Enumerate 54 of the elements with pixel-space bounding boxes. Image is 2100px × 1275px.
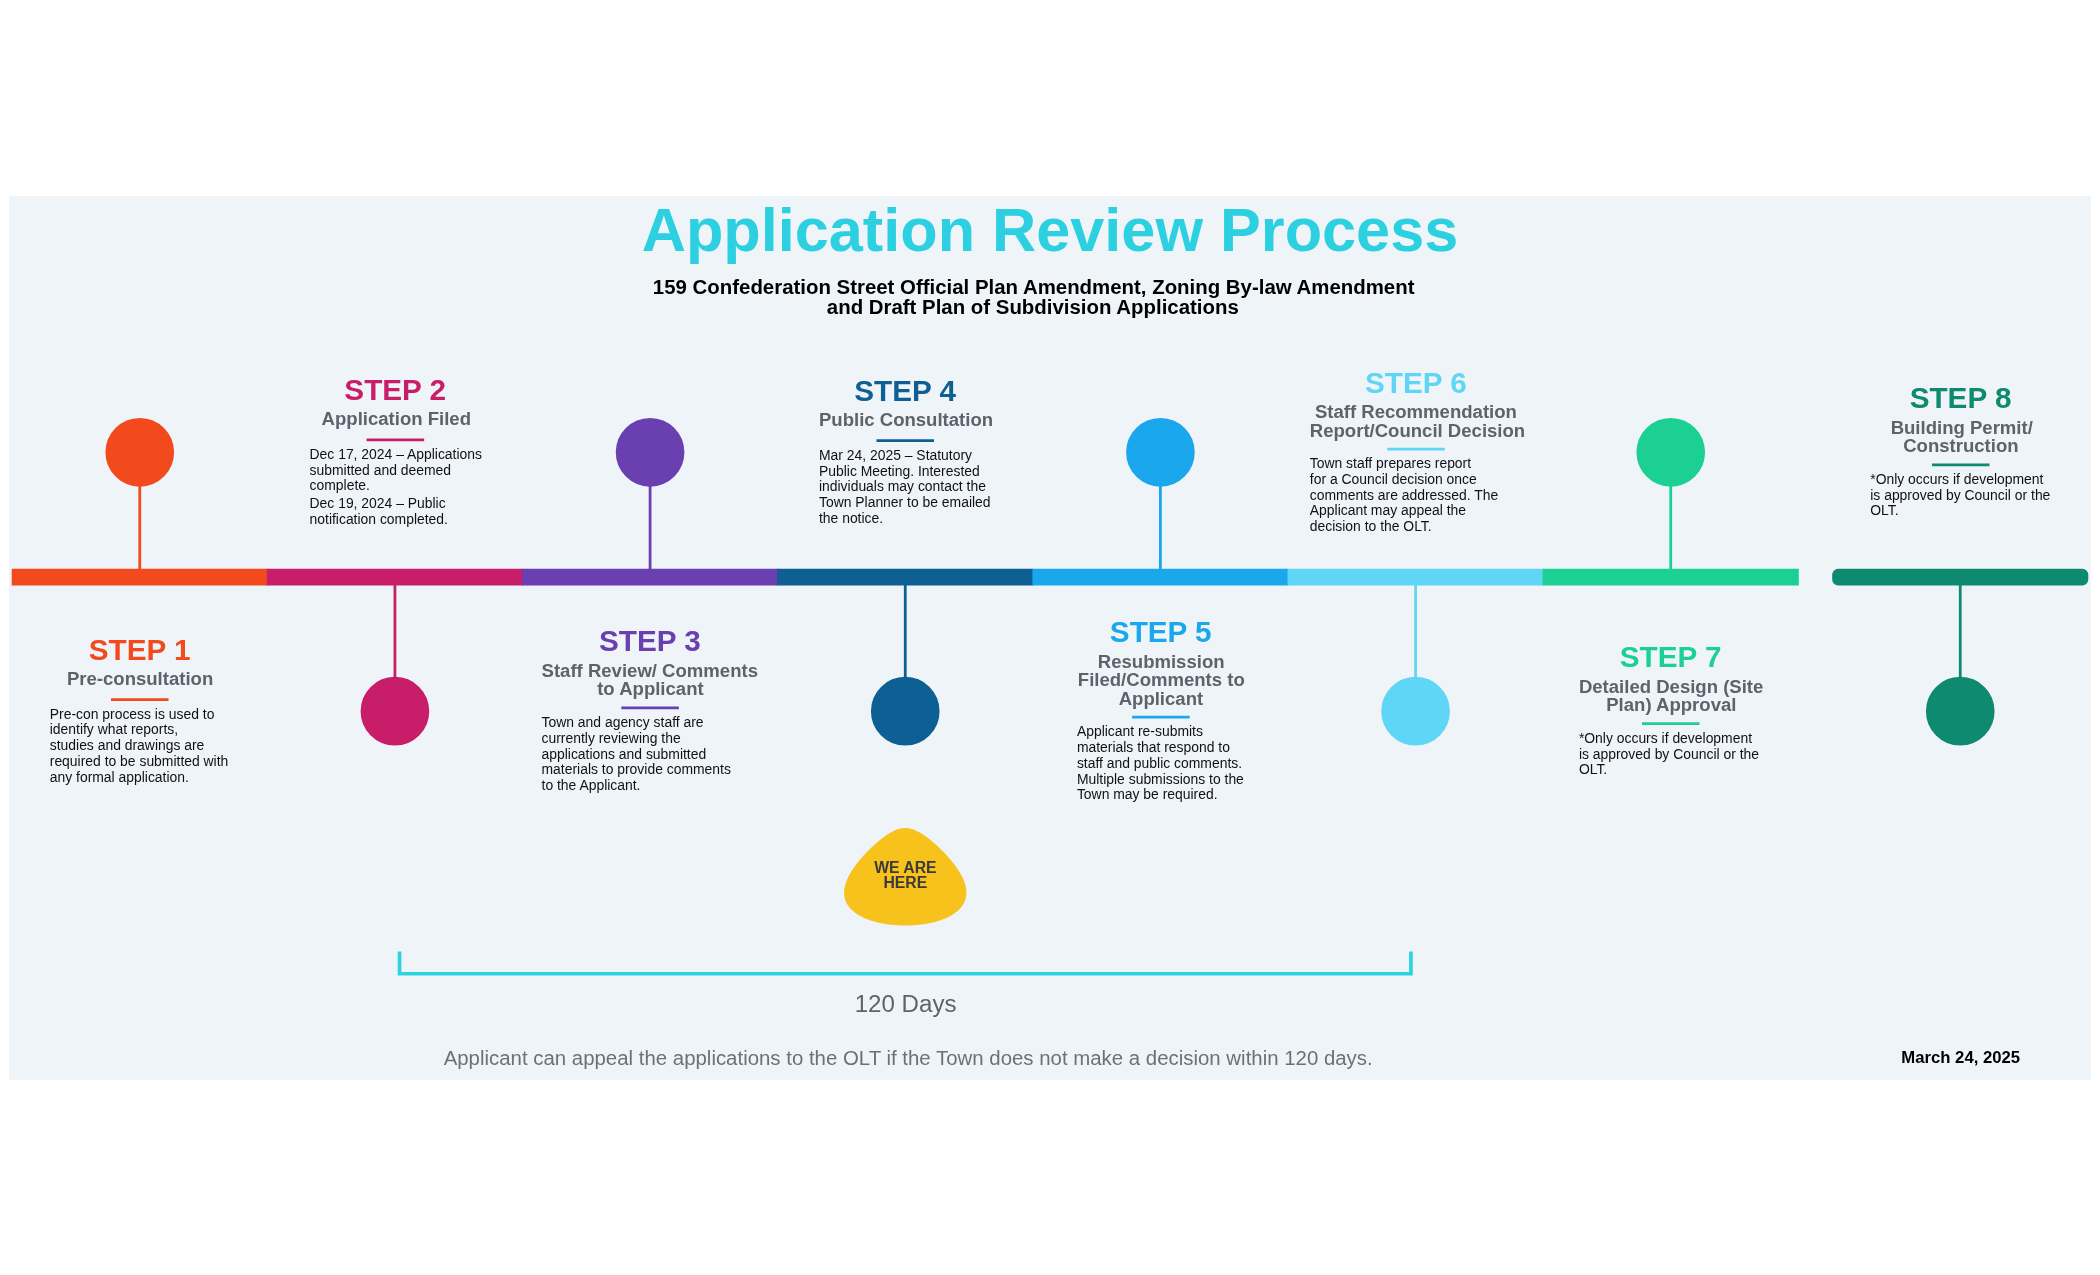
node-circle [1126, 417, 1195, 487]
node-label: Staff Recommendation Report/Council Decision [1309, 400, 1526, 441]
node-bar [1032, 568, 1289, 585]
node-label: Building Permit/ Construction [1890, 416, 2033, 456]
node-label: Pre-consultation [66, 667, 214, 689]
connector [1414, 584, 1417, 678]
node-circle [1636, 417, 1706, 487]
node-circle [360, 676, 430, 745]
node-label: STEP 4 [854, 373, 956, 407]
node-label: STEP 8 [1909, 380, 2012, 414]
node-label: Dec 17, 2024 – Applications submitted and deemed complete. [309, 445, 482, 493]
connector [1669, 485, 1673, 570]
label: Applicant can appeal the applications to the OLT if the Town does not make a decision within 120 days. [443, 1046, 1373, 1069]
connector [903, 584, 907, 678]
node-label: Detailed Design (Site Plan) Approval [1578, 675, 1764, 715]
connector [648, 485, 652, 570]
node-bar [1542, 568, 1799, 585]
node-circle [1381, 676, 1450, 745]
connector [393, 584, 397, 678]
node-label: *Only occurs if development is approved by Council or the OLT. [1870, 470, 2051, 518]
node-label: STEP 6 [1365, 365, 1467, 399]
node-label: STEP 1 [88, 632, 191, 666]
node-label: STEP 3 [599, 623, 701, 657]
connector [1958, 584, 1962, 678]
node-circle [870, 676, 940, 745]
diagram-title: Application Review Process [641, 195, 1459, 264]
node-label: Mar 24, 2025 – Statutory Public Meeting. Interested individuals may contact the Town Planner to be emailed the notice. [818, 446, 991, 526]
node-label: *Only occurs if development is approved by Council or the OLT. [1578, 729, 1759, 777]
node-bar [777, 568, 1034, 585]
node-label: Town staff prepares report for a Council decision once comments are addressed. The Applicant may appeal the decision to the OLT. [1309, 454, 1499, 534]
label: 159 Confederation Street Official Plan Amendment, Zoning By-law Amendment and Draft Plan of Subdivision Applications [652, 275, 1415, 318]
node-label: Public Consultation [818, 408, 994, 430]
node-label: STEP 7 [1619, 639, 1722, 673]
connector [1159, 485, 1162, 570]
node-label: Staff Review/ Comments to Applicant [541, 659, 758, 699]
node-label: Pre-con process is used to identify what reports, studies and drawings are required to be submitted with any formal application. [49, 705, 229, 785]
node-label: Town and agency staff are currently reviewing the applications and submitted materials to provide comments to the Applicant. [541, 713, 731, 793]
node-bar [266, 568, 523, 585]
node-bar [1287, 568, 1544, 585]
node-bar [11, 568, 268, 585]
node-circle [105, 417, 175, 487]
node-label: STEP 2 [344, 372, 447, 406]
node-label: Resubmission Filed/Comments to Applicant [1077, 650, 1245, 709]
label: 120 Days [854, 989, 957, 1017]
connector [138, 485, 142, 570]
node-label: Application Filed [321, 407, 472, 429]
node-label: Applicant re-submits materials that respond to staff and public comments. Multiple submissions to the Town may be required. [1076, 722, 1244, 802]
node-circle [615, 417, 685, 487]
node-bar [522, 568, 779, 585]
label: March 24, 2025 [1901, 1047, 2021, 1067]
node-label: STEP 5 [1109, 614, 1212, 648]
node-label: Dec 19, 2024 – Public notification completed. [309, 494, 448, 527]
node-circle [1925, 676, 1995, 745]
node-bar [1832, 568, 2089, 585]
